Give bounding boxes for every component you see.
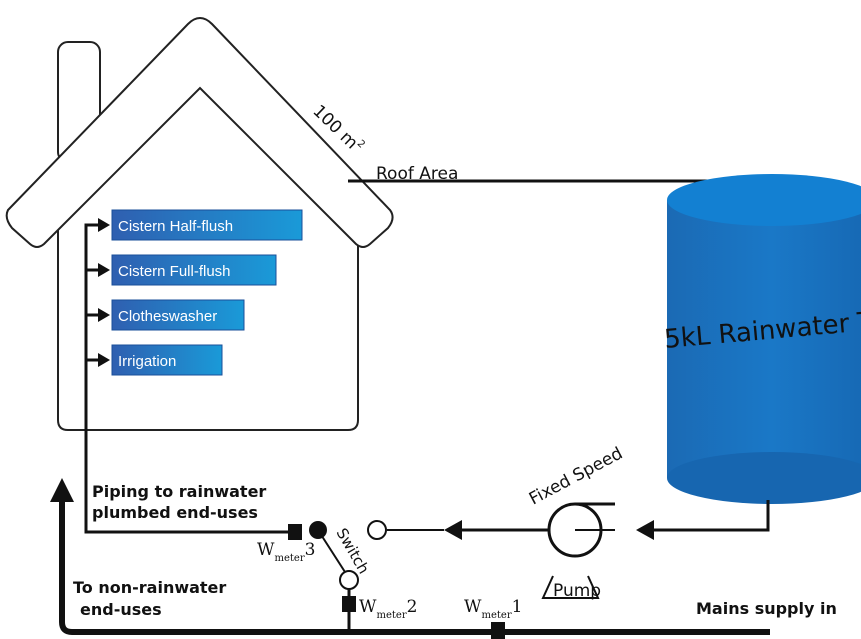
switch-port-mains — [339, 570, 359, 590]
meter-1-label: Wmeter1 — [464, 597, 522, 621]
pump-base — [541, 575, 600, 599]
end-use-box-irrigation — [111, 344, 223, 376]
roof-area-suffix: Roof Area — [376, 164, 458, 184]
end-use-box-clotheswasher — [111, 299, 245, 331]
arrow-up-icon — [50, 478, 74, 502]
non-rain-label-line2: end-uses — [80, 600, 162, 619]
arrow-right-icon — [98, 308, 110, 322]
meter-3-label: Wmeter3 — [257, 540, 315, 564]
water-meter-3 — [288, 524, 302, 540]
arrow-left-icon — [636, 520, 654, 540]
end-use-arrows — [98, 218, 110, 367]
end-use-label: Irrigation — [118, 353, 176, 370]
arrow-right-icon — [98, 353, 110, 367]
end-use-label: Cistern Half-flush — [118, 218, 233, 235]
rainwater-tank: 5kL Rainwater Tank — [663, 174, 861, 504]
pump-to-switch-pipe — [387, 520, 548, 540]
end-use-label: Cistern Full-flush — [118, 263, 231, 280]
end-use-box-half-flush — [111, 209, 303, 241]
tank-to-pump-pipe — [636, 500, 770, 540]
water-meter-2 — [342, 596, 356, 612]
switch-label: Switch — [333, 525, 373, 577]
rainwater-piping — [84, 223, 288, 534]
switch: Switch — [309, 520, 387, 590]
non-rain-label-line1: To non-rainwater — [73, 578, 226, 597]
pump-label: Pump — [553, 581, 601, 601]
mains-supply-label: Mains supply in — [696, 599, 837, 618]
piping-label-line2: plumbed end-uses — [92, 503, 258, 522]
end-use-boxes: Cistern Half-flush Cistern Full-flush Cl… — [111, 209, 303, 376]
pump-speed-label: Fixed Speed — [526, 444, 626, 510]
arrow-right-icon — [98, 218, 110, 232]
house-roof — [5, 17, 394, 248]
mains-supply-pipe — [50, 478, 770, 635]
end-use-label: Clotheswasher — [118, 308, 217, 325]
meter-2-label: Wmeter2 — [359, 597, 417, 621]
piping-label-line1: Piping to rainwater — [92, 482, 266, 501]
arrow-right-icon — [98, 263, 110, 277]
tank-bottom — [667, 452, 861, 504]
end-use-box-full-flush — [111, 254, 277, 286]
switch-lever — [317, 529, 346, 573]
water-meter-1 — [491, 622, 505, 639]
tank-top — [667, 174, 861, 226]
switch-port-rain — [367, 520, 387, 540]
pipe-riser — [84, 223, 288, 534]
arrow-left-icon — [444, 520, 462, 540]
fixed-speed-pump: Pump Fixed Speed — [526, 444, 626, 601]
